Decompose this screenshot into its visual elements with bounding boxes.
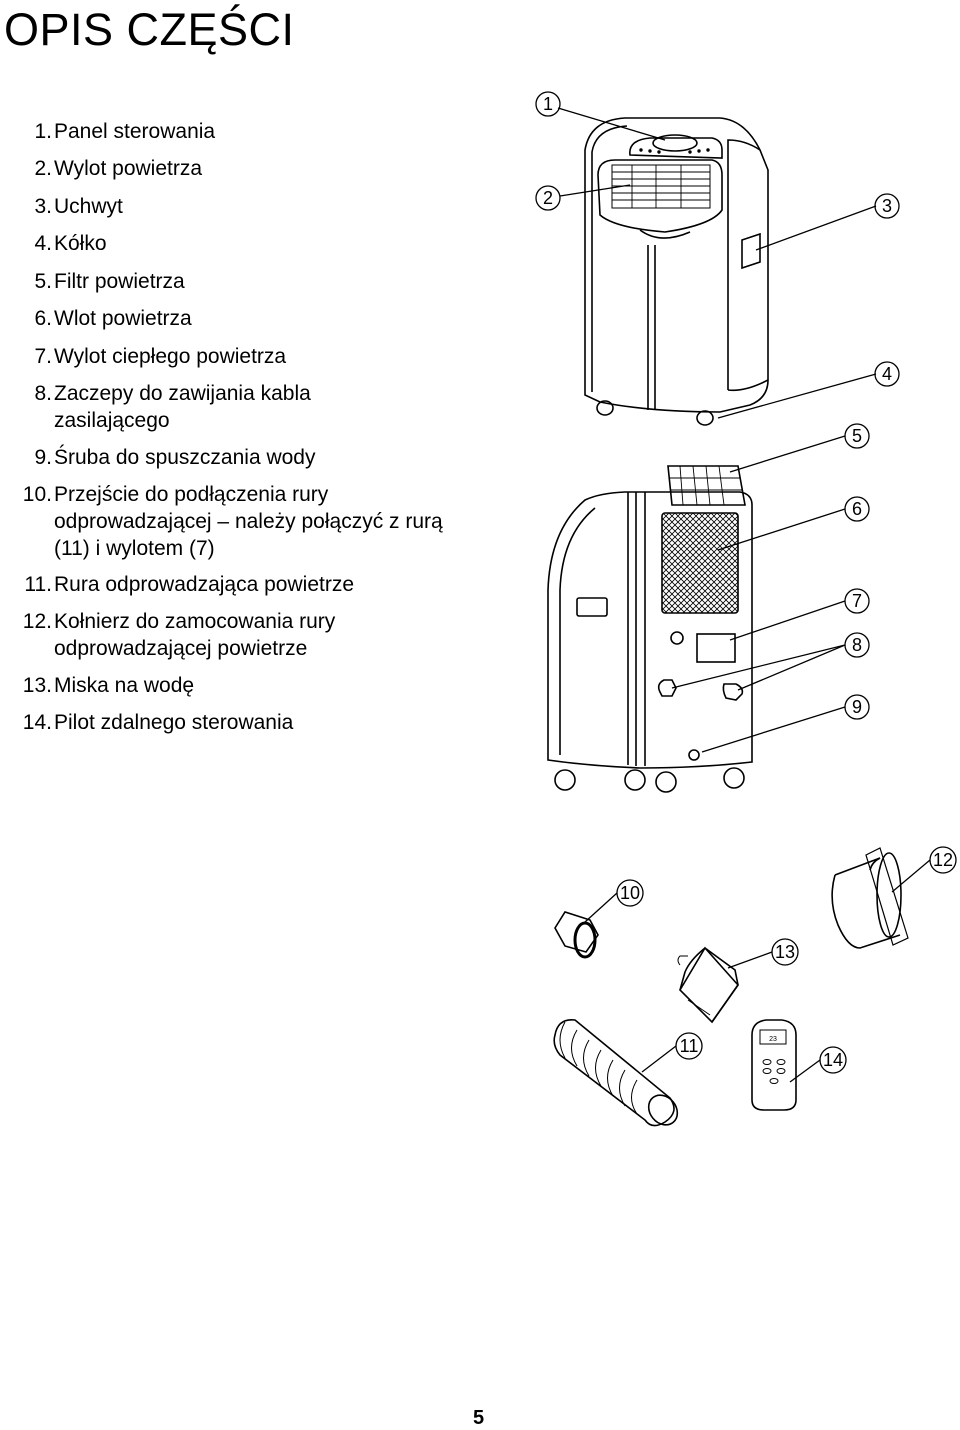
page-number: 5 <box>473 1407 485 1429</box>
part-label: Kółko <box>54 232 107 255</box>
list-item: 10. Przejście do podłączenia rury odprow… <box>14 481 464 562</box>
part-label: Zaczepy do zawijania kabla zasilającego <box>54 382 311 432</box>
callout-13: 13 <box>775 942 795 962</box>
flange-illustration <box>831 847 909 949</box>
part-number: 12. <box>22 610 52 633</box>
part-number: 14. <box>22 711 52 734</box>
part-label: Wylot powietrza <box>54 157 203 180</box>
part-label: Filtr powietrza <box>54 270 185 293</box>
part-label: Miska na wodę <box>54 674 195 697</box>
part-number: 2. <box>34 157 52 180</box>
callout-7: 7 <box>852 591 862 611</box>
callout-14: 14 <box>823 1050 843 1070</box>
hose-illustration <box>553 1018 679 1127</box>
part-number: 4. <box>34 232 52 255</box>
list-item: 8. Zaczepy do zawijania kabla zasilające… <box>14 380 384 434</box>
list-item: 12. Kołnierz do zamocowania rury odprowa… <box>14 608 414 662</box>
part-number: 10. <box>22 483 52 506</box>
unit-front-illustration <box>584 117 769 426</box>
part-label: Uchwyt <box>54 195 123 218</box>
part-number: 7. <box>34 345 52 368</box>
page-title: OPIS CZĘŚCI <box>4 4 295 55</box>
part-number: 13. <box>22 674 52 697</box>
part-label: Śruba do spuszczania wody <box>54 446 316 469</box>
part-label: Przejście do podłączenia rury odprowadza… <box>54 483 443 560</box>
part-label: Kołnierz do zamocowania rury odprowadzaj… <box>54 610 336 660</box>
list-item: 1. Panel sterowania <box>14 118 474 145</box>
remote-illustration <box>751 1019 797 1111</box>
unit-rear-illustration <box>547 465 753 793</box>
remote-display-value: 23 <box>769 1036 777 1043</box>
part-number: 6. <box>34 307 52 330</box>
part-number: 3. <box>34 195 52 218</box>
list-item: 11. Rura odprowadzająca powietrze <box>14 571 474 598</box>
list-item: 9. Śruba do spuszczania wody <box>14 444 474 471</box>
part-label: Rura odprowadzająca powietrze <box>54 573 354 596</box>
callout-1: 1 <box>543 94 553 114</box>
part-number: 11. <box>24 573 52 596</box>
callout-4: 4 <box>882 364 892 384</box>
callout-3: 3 <box>882 196 892 216</box>
leader-lines <box>557 107 931 1083</box>
list-item: 6. Wlot powietrza <box>14 305 474 332</box>
part-label: Panel sterowania <box>54 120 216 143</box>
list-item: 4. Kółko <box>14 230 474 257</box>
callout-5: 5 <box>852 426 862 446</box>
part-number: 1. <box>34 120 52 143</box>
list-item: 3. Uchwyt <box>14 193 474 220</box>
list-item: 5. Filtr powietrza <box>14 268 474 295</box>
part-label: Wylot ciepłego powietrza <box>54 345 287 368</box>
callout-circles <box>535 91 957 1074</box>
part-label: Wlot powietrza <box>54 307 192 330</box>
callout-9: 9 <box>852 697 862 717</box>
callout-8: 8 <box>852 635 862 655</box>
callout-11: 11 <box>680 1036 699 1056</box>
callout-6: 6 <box>852 499 862 519</box>
part-label: Pilot zdalnego sterowania <box>54 711 294 734</box>
callout-2: 2 <box>543 188 553 208</box>
list-item: 2. Wylot powietrza <box>14 155 474 182</box>
list-item: 13. Miska na wodę <box>14 672 474 699</box>
adapter-illustration <box>554 911 599 959</box>
list-item: 7. Wylot ciepłego powietrza <box>14 343 474 370</box>
part-number: 5. <box>34 270 52 293</box>
water-tray-illustration <box>677 946 740 1024</box>
part-number: 8. <box>34 382 52 405</box>
part-number: 9. <box>34 446 52 469</box>
list-item: 14. Pilot zdalnego sterowania <box>14 709 474 736</box>
callout-10: 10 <box>620 883 640 903</box>
callout-12: 12 <box>933 850 953 870</box>
